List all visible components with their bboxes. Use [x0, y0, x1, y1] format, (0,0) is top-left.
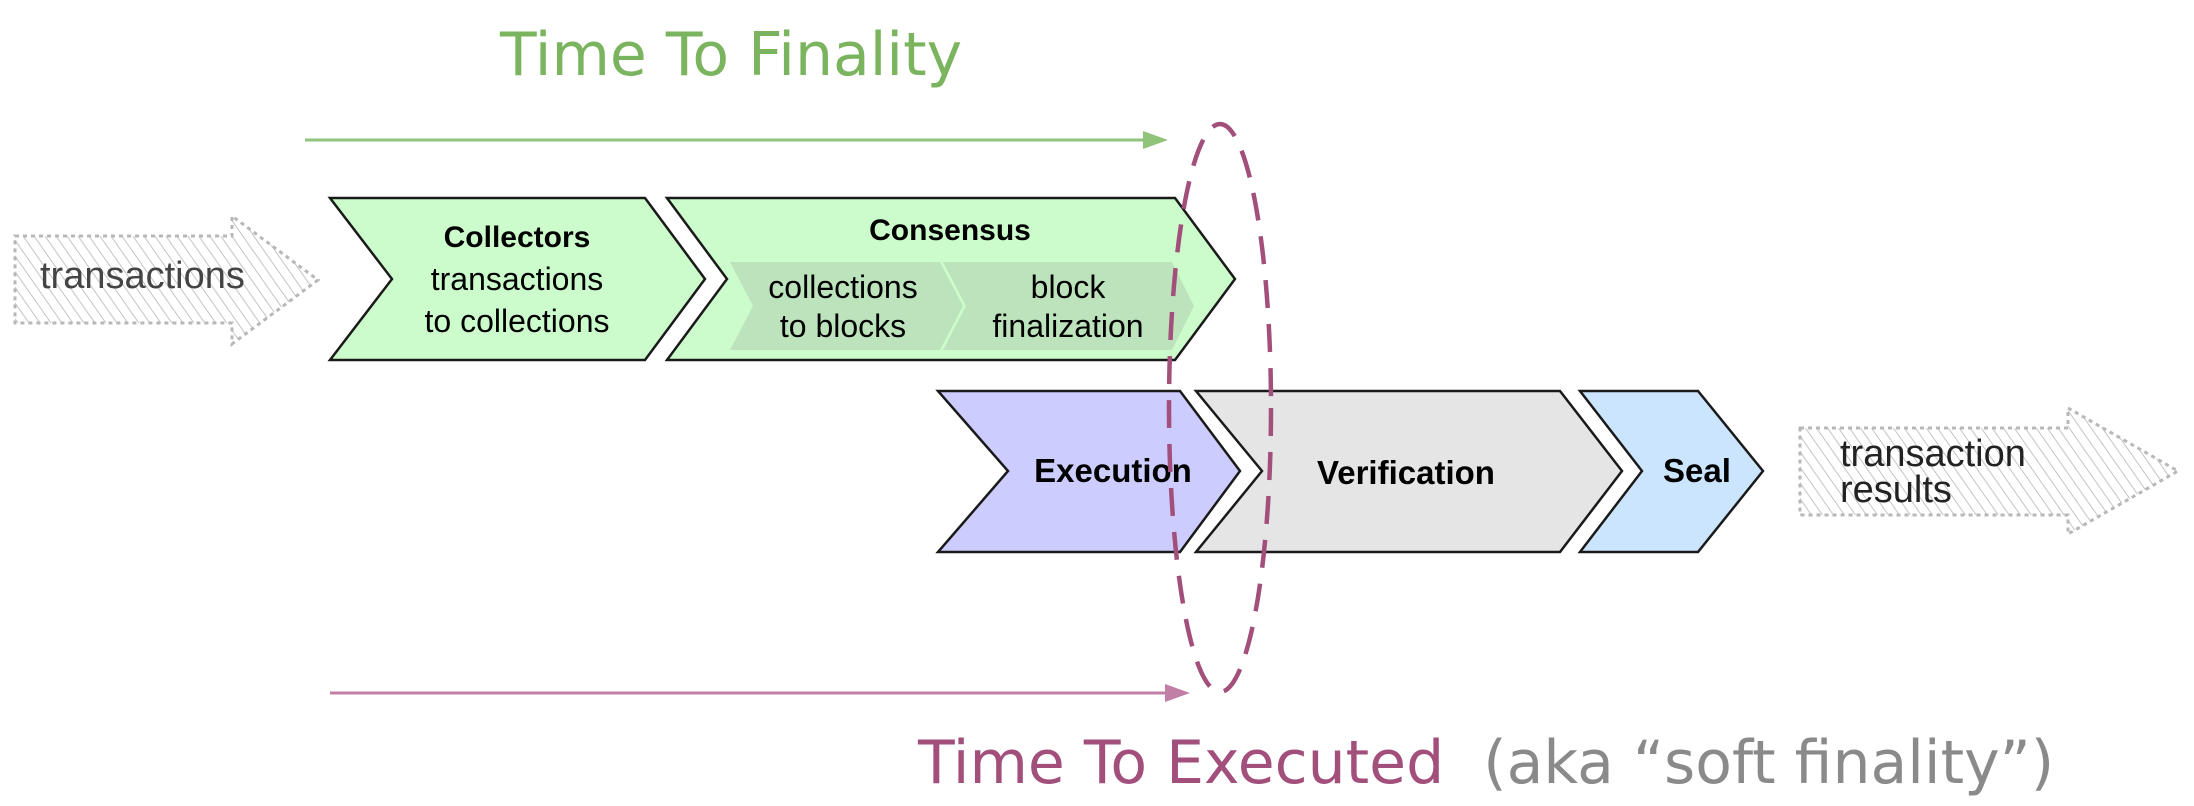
collectors-line1: transactions: [431, 261, 604, 297]
transaction-results-output-arrow: transaction results: [1798, 405, 2182, 537]
consensus-title: Consensus: [869, 214, 1031, 247]
consensus-step-collections: [730, 262, 963, 350]
finalization-line2: finalization: [992, 308, 1143, 344]
finalization-line1: block: [1031, 269, 1107, 305]
consensus-step-finalization: [943, 262, 1194, 350]
execution-stage: Execution: [935, 389, 1242, 554]
transaction-results-line1: transaction: [1840, 433, 2026, 475]
verification-title: Verification: [1317, 454, 1495, 491]
verification-stage: Verification: [1193, 389, 1624, 554]
time-to-executed-title: Time To Executed (aka “soft finality”): [917, 728, 2054, 798]
time-to-finality-title: Time To Finality: [499, 20, 962, 90]
collectors-line2: to collections: [425, 303, 610, 339]
soft-finality-boundary-ellipse: [1166, 121, 1274, 695]
seal-title: Seal: [1663, 452, 1731, 489]
seal-stage: Seal: [1577, 389, 1765, 554]
collectors-stage: Collectors transactions to collections: [327, 196, 707, 362]
consensus-stage: Consensus collections to blocks block fi…: [664, 196, 1237, 362]
soft-finality-note: (aka “soft finality”): [1483, 728, 2054, 798]
transactions-input-arrow: transactions: [13, 213, 321, 347]
execution-title: Execution: [1034, 452, 1192, 489]
finality-arrow: [305, 131, 1168, 149]
executed-arrow: [330, 684, 1190, 702]
collections-line1: collections: [768, 269, 917, 305]
collectors-title: Collectors: [444, 221, 591, 254]
collections-line2: to blocks: [780, 308, 906, 344]
transaction-results-line2: results: [1840, 469, 1952, 511]
time-to-executed-label: Time To Executed: [917, 728, 1444, 798]
transactions-label: transactions: [40, 255, 245, 297]
